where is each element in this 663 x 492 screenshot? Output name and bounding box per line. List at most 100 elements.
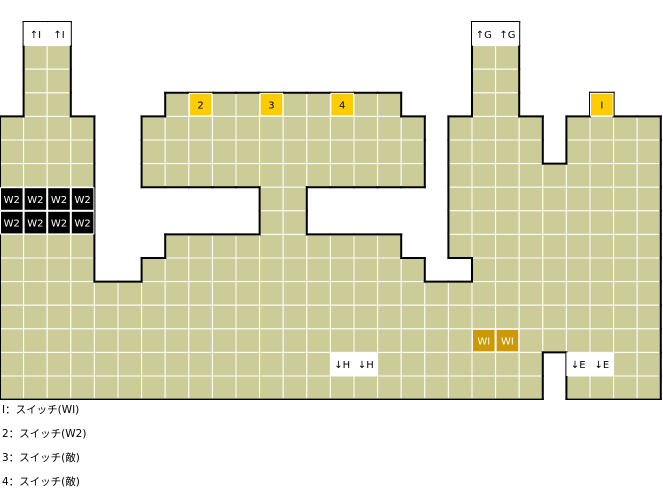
floor-cell	[259, 281, 284, 306]
floor-cell	[377, 163, 402, 188]
floor-cell	[636, 139, 662, 165]
floor-cell	[23, 233, 48, 259]
floor-cell	[211, 281, 237, 306]
stairs-tile	[590, 352, 614, 376]
door-w2-tile-label: W2	[51, 219, 67, 230]
floor-cell	[164, 233, 190, 259]
floor-cell	[495, 281, 520, 306]
floor-cell	[306, 139, 331, 165]
floor-cell	[636, 375, 662, 400]
floor-cell	[23, 68, 48, 94]
floor-cell	[282, 186, 308, 212]
floor-cell	[211, 351, 237, 377]
door-w2-tile	[47, 187, 71, 211]
floor-cell	[164, 304, 190, 330]
floor-cell	[93, 351, 119, 377]
floor-cell	[259, 257, 284, 283]
door-w2-tile	[0, 187, 24, 211]
floor-cell	[471, 163, 497, 188]
door-w2-tile-label: W2	[74, 195, 90, 206]
floor-cell	[329, 139, 355, 165]
floor-cell	[518, 257, 544, 283]
floor-cell	[46, 304, 72, 330]
floor-cell	[471, 139, 497, 165]
floor-cell	[495, 139, 520, 165]
floor-cell	[259, 351, 284, 377]
floor-cell	[377, 115, 402, 141]
floor-cell	[117, 281, 143, 306]
floor-cell	[613, 281, 638, 306]
floor-cell	[0, 351, 25, 377]
floor-cell	[0, 281, 25, 306]
floor-cell	[400, 375, 426, 400]
floor-cell	[542, 186, 567, 212]
floor-cell	[542, 210, 567, 235]
floor-cell	[188, 257, 213, 283]
floor-cell	[565, 233, 591, 259]
floor-cell	[23, 139, 48, 165]
floor-cell	[23, 115, 48, 141]
floor-cell	[353, 233, 379, 259]
floor-cell	[282, 92, 308, 117]
door-w2-tile-label: W2	[74, 219, 90, 230]
floor-cell	[377, 328, 402, 353]
floor-layer	[0, 21, 662, 400]
stairs-tile-label: ↓E	[594, 360, 609, 371]
floor-cell	[613, 304, 638, 330]
floor-cell	[259, 163, 284, 188]
floor-cell	[306, 115, 331, 141]
floor-cell	[46, 233, 72, 259]
floor-cell	[282, 351, 308, 377]
floor-cell	[46, 92, 72, 117]
floor-cell	[211, 115, 237, 141]
floor-cell	[589, 233, 615, 259]
floor-cell	[164, 139, 190, 165]
door-w2-tile-label: W2	[4, 219, 20, 230]
floor-cell	[70, 375, 95, 400]
stairs-tile	[566, 352, 591, 376]
floor-cell	[235, 233, 261, 259]
stairs-tile-label: ↑I	[53, 30, 64, 41]
floor-cell	[235, 257, 261, 283]
floor-cell	[259, 233, 284, 259]
floor-cell	[424, 281, 449, 306]
floor-cell	[518, 375, 544, 400]
floor-cell	[188, 115, 213, 141]
floor-cell	[306, 233, 331, 259]
floor-cell	[306, 257, 331, 283]
door-w2-tile	[70, 210, 95, 235]
floor-cell	[377, 304, 402, 330]
floor-cell	[495, 304, 520, 330]
floor-cell	[46, 163, 72, 188]
floor-cell	[613, 375, 638, 400]
floor-cell	[0, 375, 25, 400]
stairs-tile	[23, 22, 48, 46]
door-w1-tile-label: WI	[477, 337, 490, 348]
floor-cell	[495, 163, 520, 188]
floor-cell	[636, 351, 662, 377]
floor-cell	[23, 351, 48, 377]
floor-cell	[282, 210, 308, 235]
floor-cell	[589, 139, 615, 165]
floor-cell	[188, 139, 213, 165]
floor-cell	[495, 257, 520, 283]
stairs-tile-label: ↑G	[476, 30, 492, 41]
floor-cell	[306, 375, 331, 400]
legend-item-switch-2: 2：スイッチ(W2)	[2, 428, 87, 440]
floor-cell	[46, 375, 72, 400]
floor-cell	[23, 257, 48, 283]
floor-cell	[471, 115, 497, 141]
floor-cell	[93, 375, 119, 400]
floor-cell	[117, 375, 143, 400]
floor-cell	[282, 233, 308, 259]
floor-cell	[211, 92, 237, 117]
floor-cell	[117, 351, 143, 377]
floor-cell	[447, 375, 473, 400]
floor-cell	[565, 257, 591, 283]
floor-cell	[400, 351, 426, 377]
floor-cell	[164, 163, 190, 188]
floor-cell	[471, 233, 497, 259]
floor-cell	[518, 139, 544, 165]
floor-cell	[518, 351, 544, 377]
floor-cell	[23, 328, 48, 353]
